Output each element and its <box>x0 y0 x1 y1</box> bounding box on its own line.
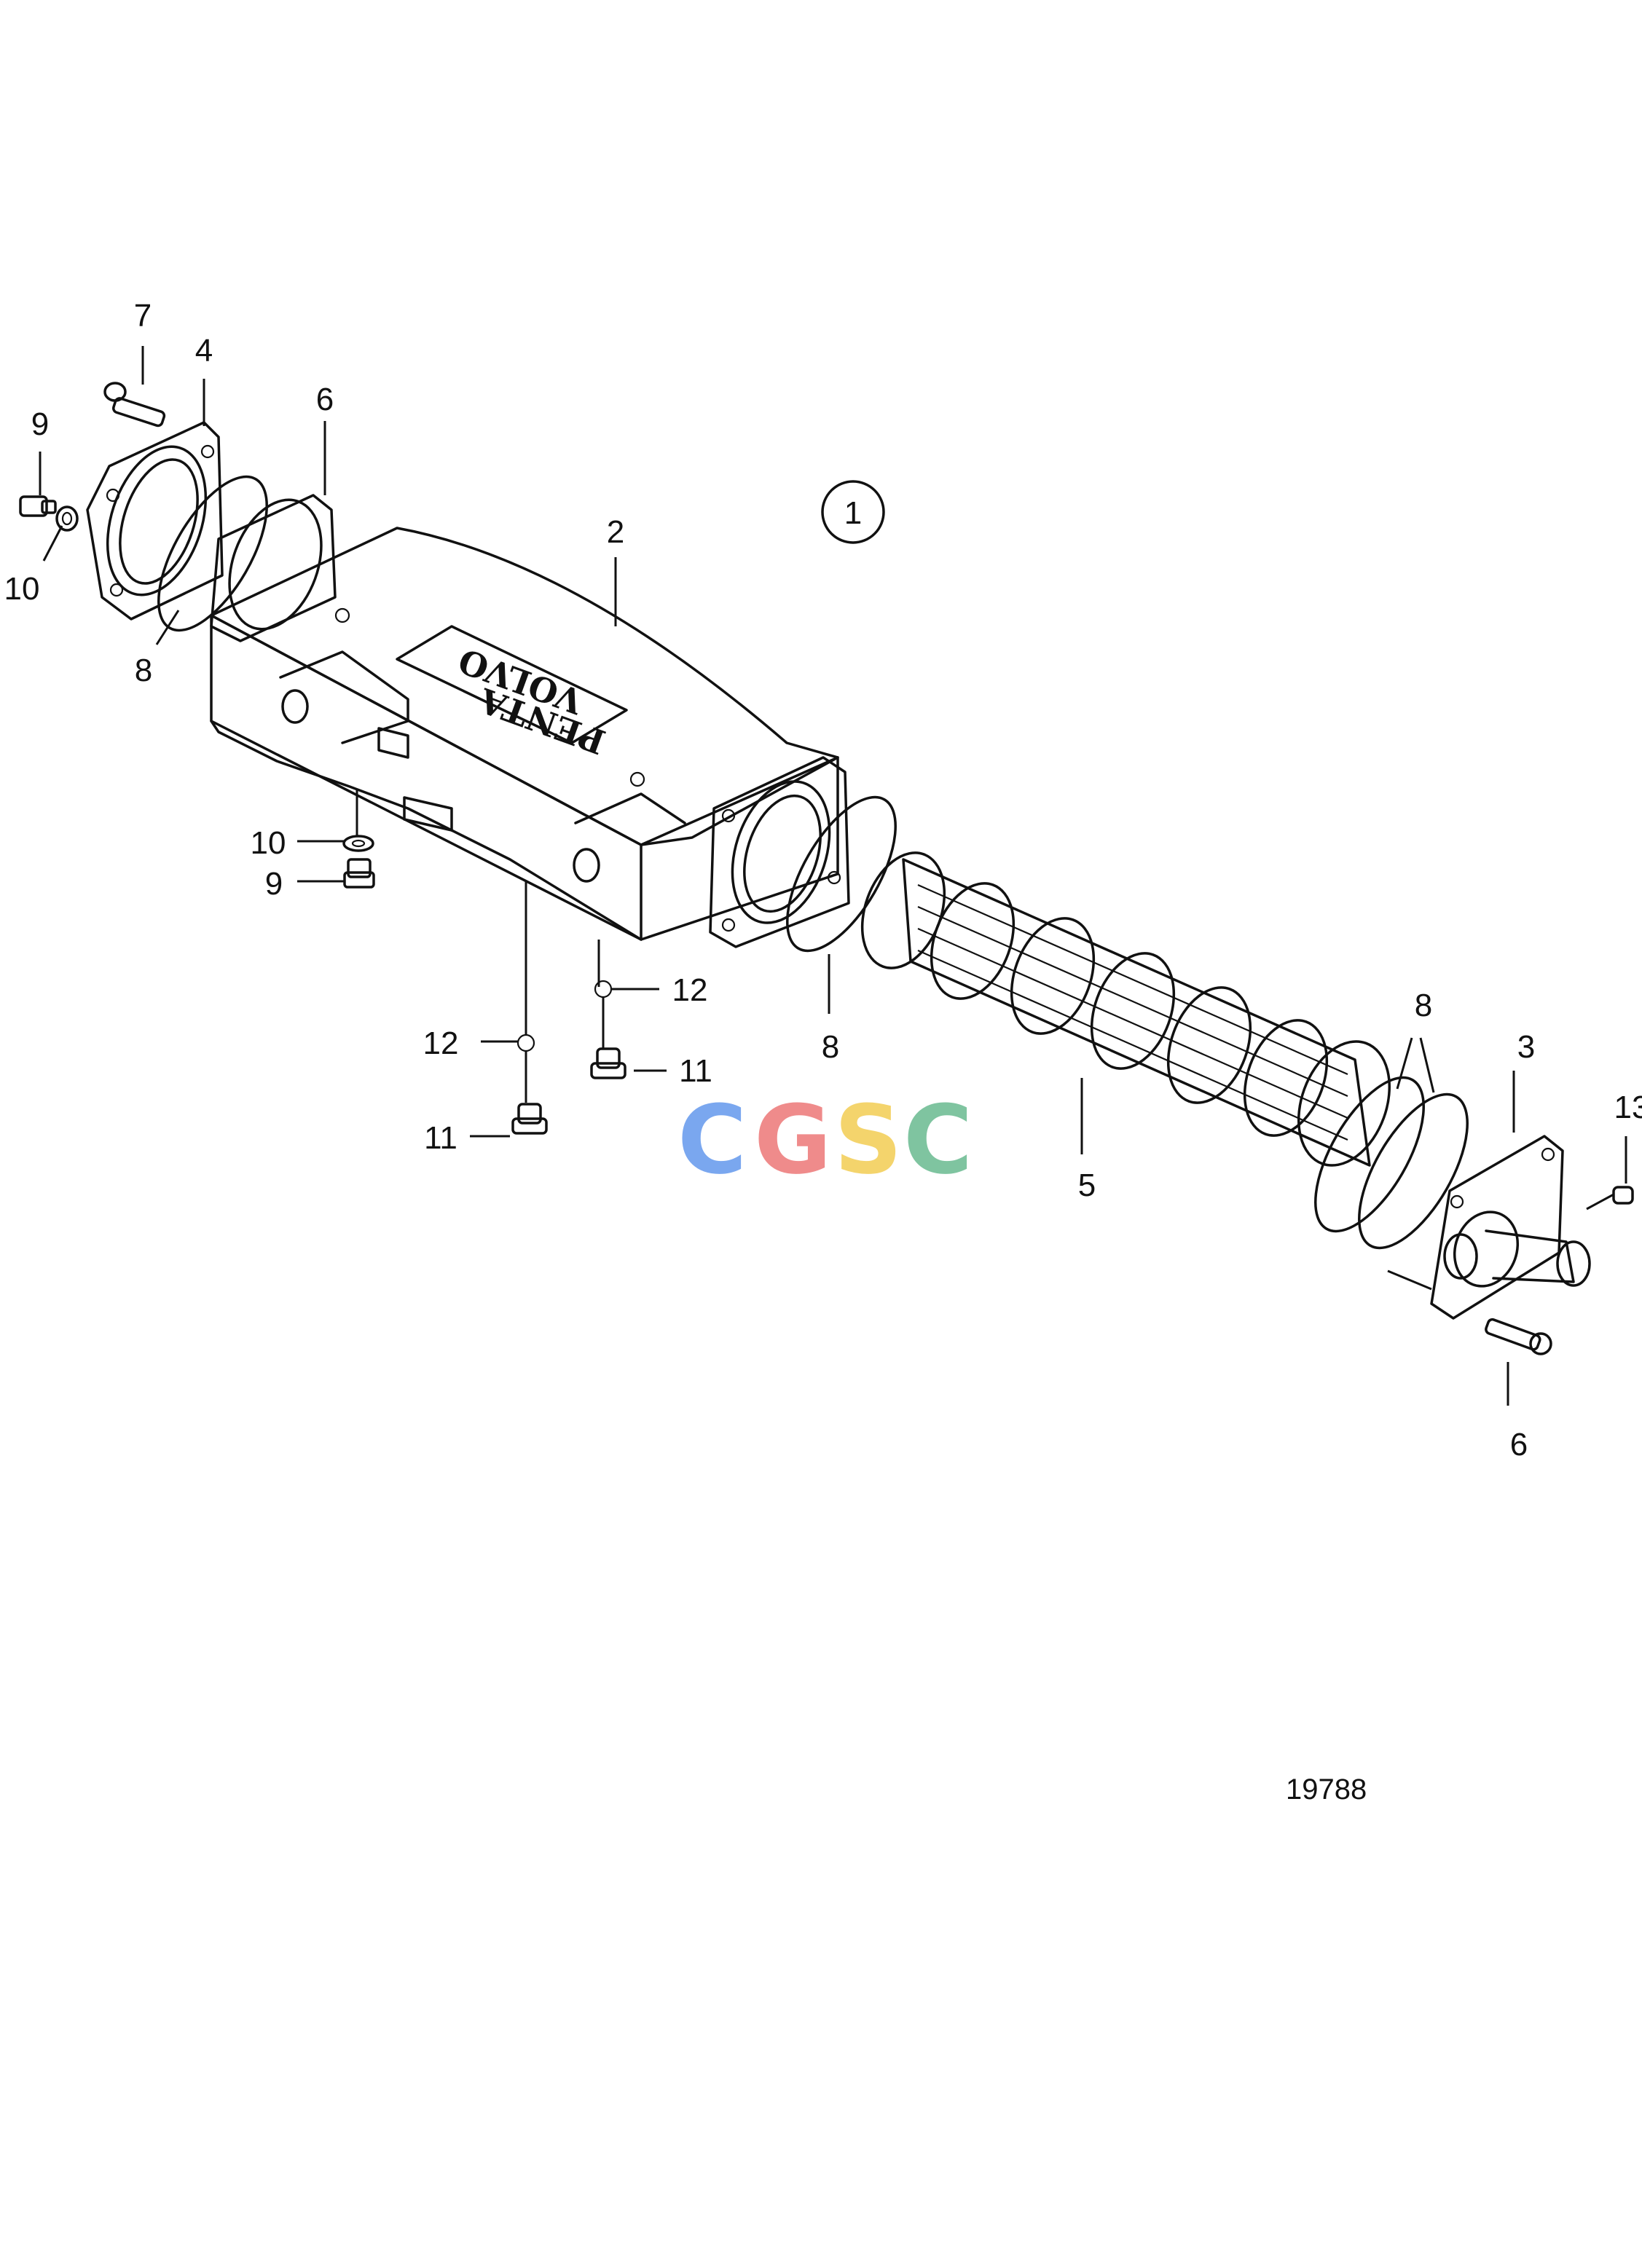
o-ring-8-left <box>157 475 268 632</box>
bolt-6-right <box>1485 1318 1552 1355</box>
figure-number: 19788 <box>1286 1773 1367 1806</box>
plug-11-left <box>511 1103 548 1135</box>
watermark-letter-c1: C <box>677 1084 747 1195</box>
callout-12-left: 12 <box>423 1025 459 1061</box>
callout-4: 4 <box>195 333 213 369</box>
callout-8-right: 8 <box>1415 988 1432 1023</box>
end-cover-left <box>86 421 224 621</box>
callout-6-right: 6 <box>1510 1427 1528 1462</box>
callout-2: 2 <box>607 514 624 550</box>
callout-6-left: 6 <box>316 382 334 417</box>
callout-9-left: 9 <box>31 406 49 442</box>
washer-10-lower <box>342 835 374 852</box>
o-ring-8-right-b <box>1358 1092 1469 1250</box>
watermark-letter-g: G <box>754 1084 832 1195</box>
leader-lines <box>39 346 1627 1406</box>
housing-right-flange <box>709 756 850 948</box>
plug-9-left <box>19 495 57 517</box>
group-marker-label: 1 <box>844 495 862 531</box>
callout-11-left: 11 <box>424 1120 457 1156</box>
washer-10-left <box>55 505 79 532</box>
callout-3: 3 <box>1517 1029 1535 1065</box>
callout-13: 13 <box>1614 1090 1642 1125</box>
callout-10-left: 10 <box>4 571 40 607</box>
watermark-letter-c2: C <box>903 1084 973 1195</box>
callout-8-middle: 8 <box>822 1029 839 1065</box>
tube-stack-insert <box>860 851 1391 1167</box>
callout-10-lower: 10 <box>251 825 286 861</box>
callout-12-right: 12 <box>672 972 708 1008</box>
group-marker: 1 <box>821 480 885 544</box>
plug-11-right <box>590 1047 626 1079</box>
watermark-letter-s: S <box>834 1084 903 1195</box>
callout-8-left: 8 <box>135 653 152 688</box>
o-ring-8-middle <box>786 795 897 953</box>
callout-5: 5 <box>1078 1168 1096 1203</box>
screw-13 <box>1612 1186 1634 1205</box>
watermark: C G S C <box>677 1084 973 1195</box>
end-cover-right <box>1430 1135 1591 1320</box>
o-ring-8-right-a <box>1314 1076 1425 1233</box>
callout-7: 7 <box>134 298 152 334</box>
callout-11-right: 11 <box>679 1053 712 1089</box>
callout-9-lower: 9 <box>265 866 283 902</box>
callout-labels: 7 4 6 9 10 8 2 10 9 12 12 11 11 8 8 3 13… <box>4 298 1642 1462</box>
plug-9-lower <box>343 858 375 889</box>
bolt-7 <box>103 382 166 428</box>
